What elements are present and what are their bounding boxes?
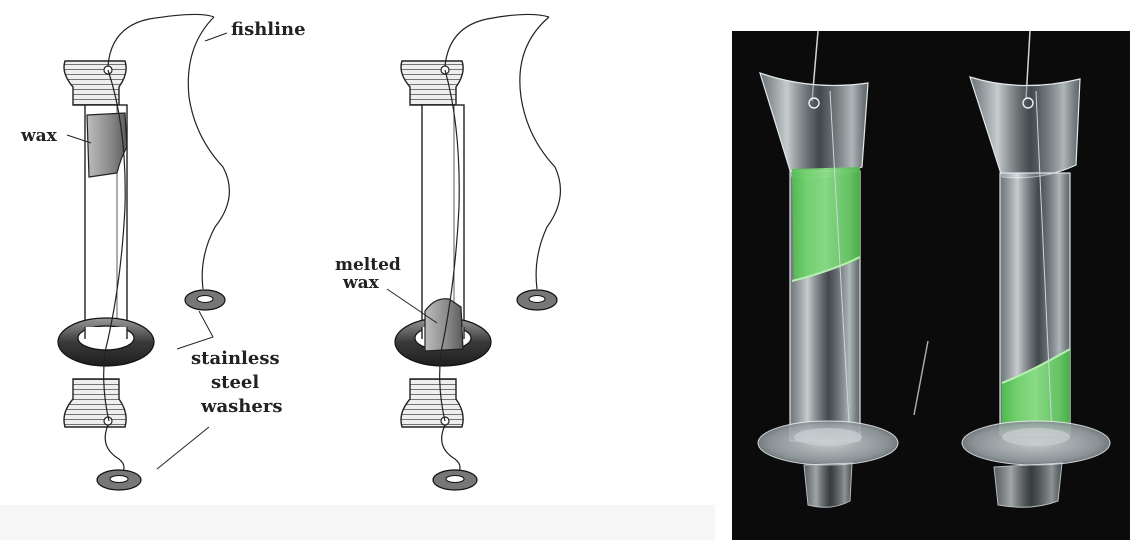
washers-leader-2 <box>157 427 209 469</box>
device-solid-wax <box>58 14 229 490</box>
melted-wax-block <box>425 299 463 351</box>
fishline-leader <box>205 33 227 41</box>
label-melted-1: melted <box>335 255 401 275</box>
photo-devices <box>732 31 1130 540</box>
label-washers-1: stainless <box>191 348 280 369</box>
device-melted-wax <box>395 14 560 490</box>
label-washers-3: washers <box>200 396 282 417</box>
diagram-illustration: fishline wax stainless steel washers mel… <box>9 7 575 503</box>
label-washers-2: steel <box>211 372 259 393</box>
diagram-panel: fishline wax stainless steel washers mel… <box>9 7 575 503</box>
label-wax: wax <box>20 126 58 146</box>
bottom-band <box>0 505 715 540</box>
label-fishline: fishline <box>231 19 306 40</box>
top-cap <box>64 61 126 105</box>
bottom-cap <box>64 379 126 427</box>
washers-leader-1 <box>177 311 213 349</box>
photo-panel <box>732 31 1130 540</box>
label-melted-2: wax <box>342 273 380 293</box>
